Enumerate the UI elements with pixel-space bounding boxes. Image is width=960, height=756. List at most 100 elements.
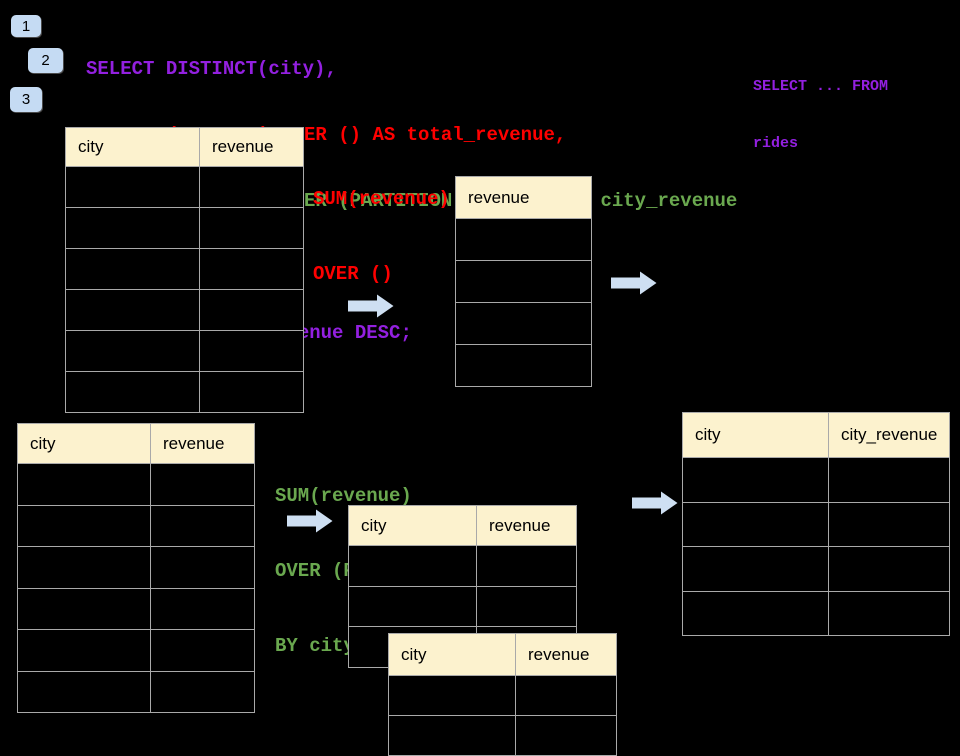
- table-row: [65, 248, 304, 290]
- arrow-right-icon: [611, 271, 657, 295]
- from-note-line-2: rides: [753, 135, 799, 152]
- empty-cell: [455, 260, 592, 303]
- slide-canvas: 1 2 3 SELECT DISTINCT(city), SUM(revenue…: [10, 15, 950, 756]
- table-row: [17, 504, 255, 547]
- empty-cell: [455, 344, 592, 387]
- table-row: [65, 166, 304, 208]
- table-header-row: revenue: [455, 176, 592, 219]
- from-note-line-1: SELECT ... FROM: [753, 78, 889, 95]
- empty-cell: [455, 302, 592, 345]
- empty-cell: [150, 670, 255, 713]
- table-row: [17, 587, 255, 630]
- table-row: [348, 585, 577, 627]
- table-row: [682, 546, 950, 592]
- empty-cell: [65, 248, 200, 290]
- empty-cell: [17, 546, 151, 589]
- table-row: [17, 670, 255, 713]
- step-badge-2: 2: [28, 48, 63, 73]
- table-row: [65, 207, 304, 249]
- empty-cell: [199, 330, 304, 372]
- arrow-right-icon: [287, 509, 333, 533]
- table-row: [65, 371, 304, 413]
- empty-cell: [17, 463, 151, 506]
- empty-cell: [150, 629, 255, 672]
- annotation-partition-line-1: SUM(revenue): [275, 485, 412, 507]
- table-row: [455, 302, 592, 345]
- column-header-city: city: [682, 412, 829, 458]
- empty-cell: [828, 457, 950, 503]
- empty-cell: [17, 670, 151, 713]
- empty-cell: [828, 501, 950, 547]
- table-row: [455, 260, 592, 303]
- arrow-right-icon: [632, 491, 678, 515]
- empty-cell: [515, 715, 617, 756]
- column-header-city: city: [348, 505, 477, 546]
- empty-cell: [476, 545, 577, 587]
- column-header-revenue: revenue: [455, 176, 592, 219]
- step-badge-1: 1: [11, 15, 41, 37]
- empty-cell: [199, 166, 304, 208]
- table-row: [388, 715, 617, 756]
- annotation-total-line-1: SUM(revenue): [313, 188, 450, 210]
- empty-cell: [682, 590, 829, 636]
- empty-cell: [199, 289, 304, 331]
- empty-cell: [682, 457, 829, 503]
- table-row: [17, 463, 255, 506]
- table-row: [65, 330, 304, 372]
- step-badge-3: 3: [10, 87, 42, 112]
- empty-cell: [150, 504, 255, 547]
- sql-line-select-distinct: SELECT DISTINCT(city),: [86, 58, 337, 80]
- empty-cell: [388, 715, 516, 756]
- annotation-sum-over-empty: SUM(revenue) OVER (): [313, 137, 450, 337]
- empty-cell: [348, 585, 477, 627]
- empty-cell: [17, 629, 151, 672]
- column-header-city: city: [65, 127, 200, 167]
- table-row: [682, 590, 950, 636]
- column-header-revenue: revenue: [476, 505, 577, 546]
- total-revenue-result-table: revenue: [455, 176, 592, 387]
- empty-cell: [199, 371, 304, 413]
- table-row: [455, 344, 592, 387]
- empty-cell: [150, 546, 255, 589]
- empty-cell: [515, 675, 617, 716]
- empty-cell: [388, 675, 516, 716]
- empty-cell: [65, 166, 200, 208]
- empty-cell: [682, 546, 829, 592]
- column-header-city_revenue: city_revenue: [828, 412, 950, 458]
- empty-cell: [199, 207, 304, 249]
- table-row: [348, 545, 577, 587]
- empty-cell: [828, 590, 950, 636]
- empty-cell: [348, 545, 477, 587]
- arrow-right-icon: [348, 294, 394, 318]
- empty-cell: [150, 463, 255, 506]
- table-row: [682, 457, 950, 503]
- empty-cell: [65, 289, 200, 331]
- table-row: [17, 546, 255, 589]
- table-row: [388, 675, 617, 716]
- table-row: [17, 629, 255, 672]
- table-row: [455, 218, 592, 261]
- empty-cell: [199, 248, 304, 290]
- empty-cell: [65, 371, 200, 413]
- select-from-rides-note: SELECT ... FROM rides: [753, 39, 888, 191]
- column-header-revenue: revenue: [515, 633, 617, 676]
- empty-cell: [65, 207, 200, 249]
- empty-cell: [828, 546, 950, 592]
- empty-cell: [17, 587, 151, 630]
- table-row: [65, 289, 304, 331]
- empty-cell: [682, 501, 829, 547]
- table-row: [682, 501, 950, 547]
- annotation-total-line-2: OVER (): [313, 263, 393, 285]
- empty-cell: [17, 504, 151, 547]
- empty-cell: [65, 330, 200, 372]
